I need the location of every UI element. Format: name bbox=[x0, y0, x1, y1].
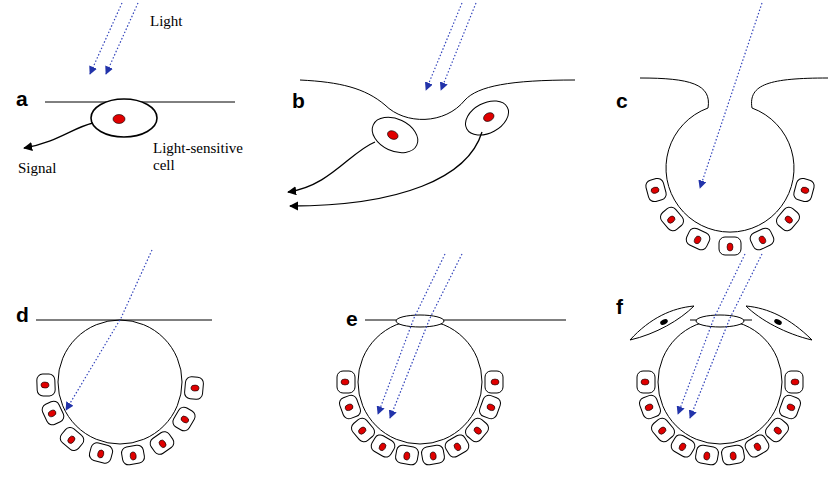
cell-label: Light-sensitive cell bbox=[153, 140, 261, 174]
panel-e-drawing bbox=[337, 254, 566, 466]
signal-label: Signal bbox=[18, 160, 56, 177]
panel-letter: d bbox=[16, 304, 29, 326]
panel-letter: f bbox=[616, 296, 623, 318]
panel-b-drawing bbox=[288, 3, 575, 206]
panel-letter: b bbox=[292, 90, 305, 112]
panel-a-drawing bbox=[24, 3, 235, 148]
panel-f-drawing bbox=[630, 254, 812, 466]
panel-letter: c bbox=[616, 90, 628, 112]
panel-d-drawing bbox=[36, 250, 212, 466]
light-label: Light bbox=[150, 13, 183, 30]
panel-letter: a bbox=[16, 88, 28, 110]
panel-c-drawing bbox=[640, 3, 828, 255]
panel-letter: e bbox=[346, 308, 358, 330]
